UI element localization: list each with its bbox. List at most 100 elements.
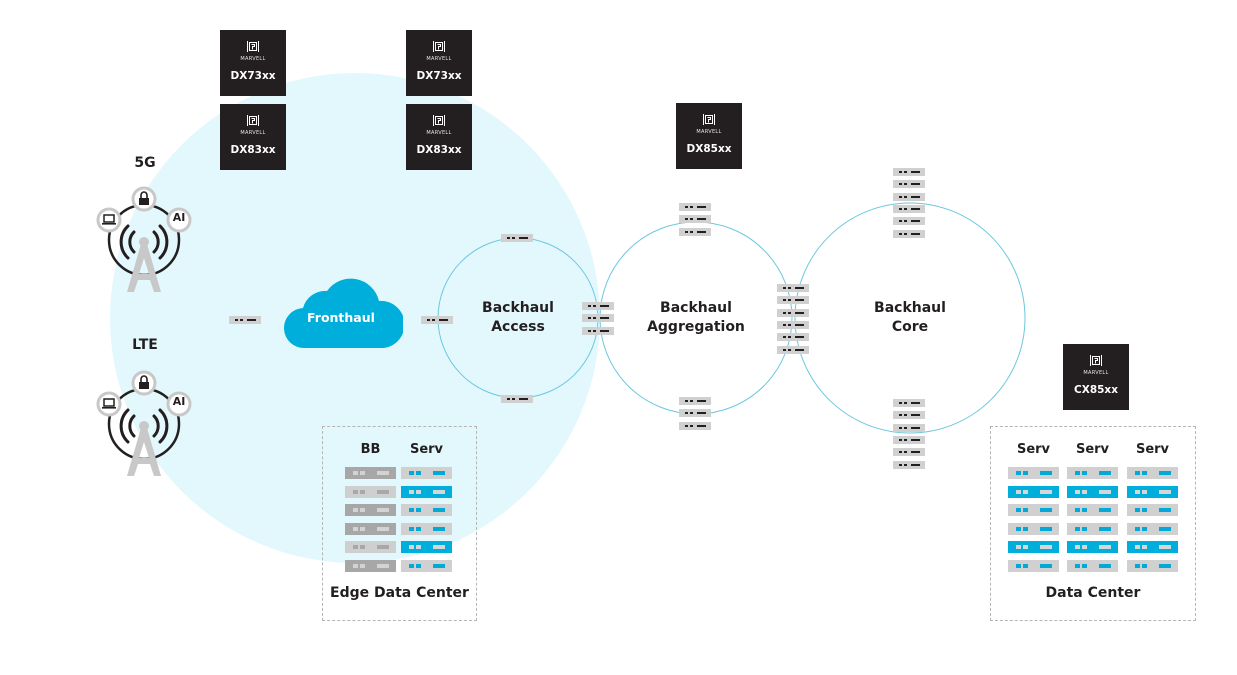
rack-leds (409, 489, 421, 494)
switch-unit (679, 409, 711, 418)
rack-bar (433, 545, 445, 549)
port-bar (697, 206, 706, 208)
port-bar (247, 319, 256, 321)
rack-leds (1075, 471, 1087, 475)
switch-unit (893, 423, 925, 432)
chip-model: DX73xx (416, 70, 462, 82)
server-rack-unit (1067, 522, 1118, 535)
chip-dx73xx: MARVELL DX73xx (406, 30, 472, 96)
switch-unit (893, 460, 925, 469)
rack-leds (1075, 563, 1087, 568)
ring-label-line1: Backhaul (874, 300, 946, 316)
rack-bar (377, 545, 389, 549)
lock-icon (131, 186, 157, 212)
port-leds (783, 287, 791, 289)
switch-unit (777, 320, 809, 329)
ring-label-line2: Access (491, 319, 545, 335)
port-leds (899, 426, 907, 429)
rack-bar (1099, 563, 1111, 568)
cell-tower-icon (127, 421, 161, 476)
port-bar (697, 218, 706, 221)
server-rack-unit (401, 559, 452, 572)
switch-unit (582, 326, 614, 335)
port-bar (697, 400, 706, 402)
port-leds (685, 230, 693, 233)
switch-unit (777, 345, 809, 354)
radio-label-lte: LTE (132, 337, 158, 353)
switch-unit (501, 395, 533, 403)
server-rack-unit (1008, 559, 1059, 572)
rack-leds (353, 563, 365, 568)
rack-leds (1016, 508, 1028, 512)
chip-model: DX83xx (230, 144, 276, 156)
switch-unit (777, 296, 809, 305)
port-leds (507, 237, 515, 239)
chip-model: CX85xx (1074, 384, 1118, 396)
port-leds (427, 319, 435, 321)
port-bar (600, 305, 609, 307)
rack-bar (377, 526, 389, 531)
port-bar (795, 311, 804, 314)
rack-leds (1135, 545, 1147, 549)
rack-leds (409, 545, 421, 549)
rack-leds (409, 563, 421, 568)
port-bar (795, 287, 804, 289)
rack-bar (1159, 526, 1171, 531)
rack-bar (433, 508, 445, 512)
port-leds (783, 299, 791, 302)
port-leds (235, 319, 243, 321)
switch-unit (501, 234, 533, 242)
server-rack-unit (401, 504, 452, 516)
rack-bar (433, 526, 445, 531)
chip-brand: MARVELL (426, 130, 452, 136)
rack-leds (1016, 526, 1028, 531)
switch-unit (582, 314, 614, 323)
server-rack-unit (1127, 559, 1178, 572)
server-rack-unit (345, 541, 396, 553)
server-rack-unit (1127, 485, 1178, 498)
ring-aggregation-label: Backhaul Aggregation (626, 299, 766, 337)
radio-label-5g: 5G (134, 155, 156, 171)
port-leds (899, 451, 907, 454)
rack-bar (1040, 508, 1052, 512)
server-rack-unit (1127, 522, 1178, 535)
rack-bar (1099, 545, 1111, 549)
port-leds (783, 311, 791, 314)
switch-unit (679, 203, 711, 211)
switch-unit (679, 227, 711, 236)
chip-brand: MARVELL (426, 56, 452, 62)
rack-leds (353, 526, 365, 531)
port-bar (600, 329, 609, 332)
rack-leds (1135, 508, 1147, 512)
rack-bar (1159, 489, 1171, 494)
port-bar (697, 412, 706, 415)
laptop-icon (96, 207, 122, 233)
ring-label-line2: Aggregation (647, 319, 745, 335)
port-bar (439, 319, 448, 321)
switch-unit (679, 215, 711, 224)
rack-bar (1099, 508, 1111, 512)
marvell-logo-icon (1090, 355, 1102, 366)
server-rack-unit (1127, 467, 1178, 479)
port-leds (899, 402, 907, 404)
marvell-logo-icon (247, 115, 259, 126)
ring-label-line1: Backhaul (660, 300, 732, 316)
ai-icon (166, 391, 192, 417)
rack-bar (1040, 471, 1052, 475)
chip-dx83xx: MARVELL DX83xx (406, 104, 472, 170)
signal-waves-icon (119, 408, 169, 444)
port-leds (899, 207, 907, 210)
port-leds (685, 412, 693, 415)
rack-leds (1135, 489, 1147, 494)
rack-leds (1016, 563, 1028, 568)
cloud-icon (283, 278, 403, 349)
ring-core (794, 202, 1026, 434)
switch-unit (229, 316, 261, 324)
ai-icon-text: AI (172, 395, 186, 408)
server-rack-unit (401, 522, 452, 535)
port-bar (519, 398, 528, 400)
port-leds (685, 424, 693, 427)
marvell-logo-icon (703, 114, 715, 125)
signal-waves-icon (119, 224, 169, 260)
ring-label-line2: Core (891, 319, 929, 335)
